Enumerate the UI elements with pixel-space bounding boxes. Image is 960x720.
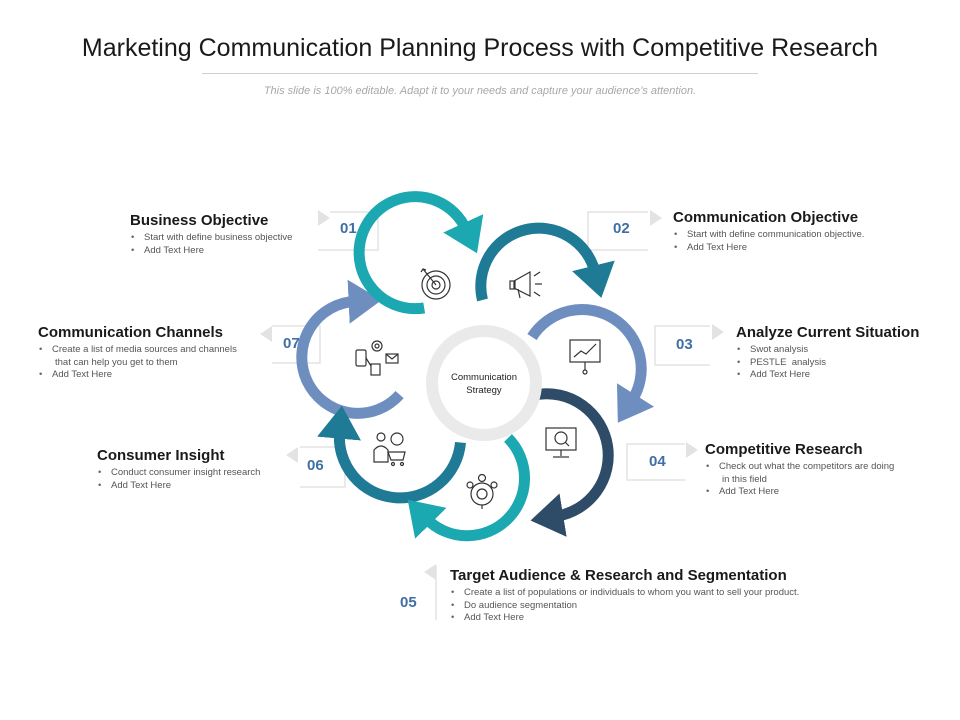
step-title: Business Objective [130, 212, 269, 229]
consumer-cart-icon [373, 432, 406, 467]
step-bullet: Add Text Here [736, 369, 919, 382]
step-01-business-objective: Business Objective Start with define bus… [130, 212, 292, 257]
step-bullet-continuation: in this field [722, 473, 767, 485]
step-bullet: Add Text Here [130, 245, 292, 258]
step-number-01: 01 [340, 220, 357, 237]
step-bullet: Add Text Here [450, 612, 799, 625]
step-number-06: 06 [307, 457, 324, 474]
step-bullet: Conduct consumer insight research [97, 467, 260, 480]
step-title: Competitive Research [705, 441, 863, 458]
arrow-04 [530, 388, 614, 537]
step-number-03: 03 [676, 336, 693, 353]
arrow-07 [296, 279, 404, 419]
flag-04 [686, 442, 698, 458]
page-title: Marketing Communication Planning Process… [81, 34, 879, 62]
step-bullet: Create a list of populations or individu… [450, 587, 799, 600]
arrow-06 [317, 405, 466, 504]
step-bullet: Add Text Here [38, 369, 237, 382]
step-02-communication-objective: Communication Objective Start with defin… [673, 209, 864, 254]
connector-01 [318, 211, 379, 251]
step-04-competitive-research: Competitive Research Check out what the … [705, 441, 894, 499]
step-07-communication-channels: Communication Channels Create a list of … [38, 324, 237, 382]
step-bullet: Swot analysis [736, 344, 919, 357]
center-label-line2: Strategy [466, 385, 502, 396]
flag-06 [286, 447, 298, 463]
step-number-05: 05 [400, 594, 417, 611]
arrow-01 [353, 191, 484, 315]
flag-02 [650, 210, 662, 226]
step-bullet: Add Text Here [673, 242, 864, 255]
step-bullet: Start with define business objective [130, 232, 292, 245]
step-03-analyze-current-situation: Analyze Current Situation Swot analysis … [736, 324, 919, 382]
target-icon [420, 268, 451, 300]
step-bullet: Create a list of media sources and chann… [38, 344, 237, 357]
step-title: Communication Channels [38, 324, 224, 341]
step-title: Consumer Insight [97, 447, 225, 464]
center-label-line1: Communication [451, 372, 517, 383]
connector-03 [654, 325, 710, 366]
step-number-07: 07 [283, 335, 300, 352]
step-bullet: Add Text Here [705, 486, 894, 499]
step-bullet: PESTLE analysis [736, 357, 919, 370]
flag-07 [260, 326, 272, 342]
arrow-05 [407, 434, 531, 542]
center-label: Communication Strategy [436, 371, 532, 397]
step-title: Analyze Current Situation [736, 324, 920, 341]
flag-05 [424, 564, 436, 580]
center-ring [426, 325, 542, 441]
step-06-consumer-insight: Consumer Insight Conduct consumer insigh… [97, 447, 260, 492]
step-number-04: 04 [649, 453, 666, 470]
presentation-chart-icon [569, 339, 601, 375]
monitor-magnifier-icon [545, 427, 577, 458]
step-bullet: Check out what the competitors are doing [705, 461, 894, 474]
flag-03 [712, 324, 724, 340]
step-title: Target Audience & Research and Segmentat… [450, 567, 787, 584]
step-title: Communication Objective [673, 209, 859, 226]
connector-07 [272, 325, 321, 364]
step-bullet: Do audience segmentation [450, 600, 799, 613]
flag-01 [318, 210, 330, 226]
step-bullet-continuation: that can help you get to them [55, 356, 178, 368]
step-bullet: Start with define communication objectiv… [673, 229, 864, 242]
media-channels-icon [355, 340, 399, 376]
connector-04 [626, 443, 685, 481]
arrow-02 [475, 222, 615, 302]
step-number-02: 02 [613, 220, 630, 237]
megaphone-icon [509, 270, 542, 299]
arrow-03 [527, 304, 655, 423]
audience-target-icon [466, 473, 498, 509]
connector-02 [587, 211, 648, 251]
step-bullet: Add Text Here [97, 480, 260, 493]
page-subtitle: This slide is 100% editable. Adapt it to… [263, 85, 697, 97]
step-05-target-audience: Target Audience & Research and Segmentat… [450, 567, 799, 625]
title-divider [202, 73, 758, 74]
